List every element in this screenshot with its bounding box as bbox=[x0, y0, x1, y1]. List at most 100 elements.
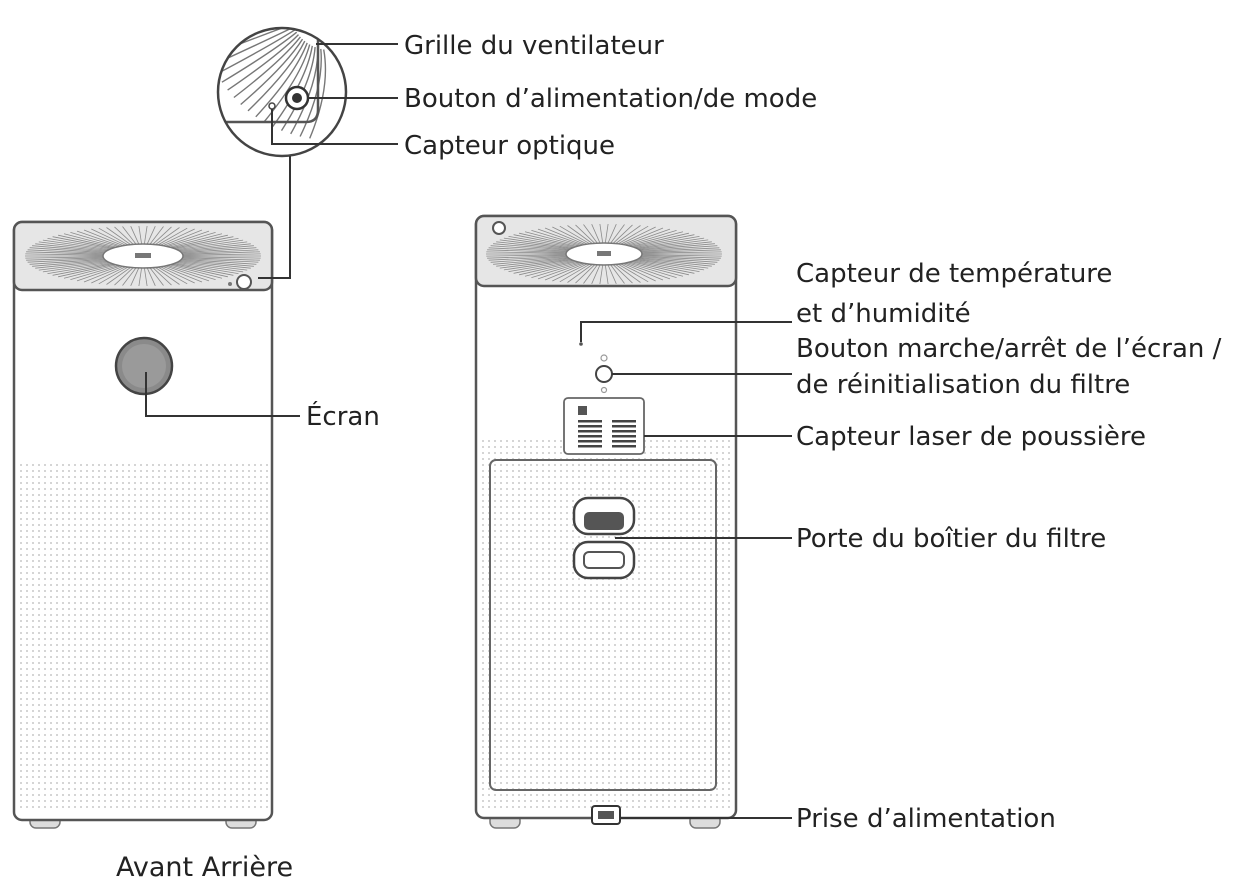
front-logo-mark bbox=[135, 253, 151, 258]
grille-rib bbox=[636, 259, 705, 271]
grille-rib bbox=[165, 230, 210, 247]
grille-rib bbox=[641, 251, 722, 254]
front-power-button-small bbox=[236, 274, 252, 290]
grille-rib bbox=[91, 266, 126, 284]
grille-rib bbox=[70, 232, 119, 247]
grille-rib bbox=[629, 261, 684, 277]
grille-rib bbox=[155, 227, 180, 245]
grille-rib bbox=[622, 263, 664, 281]
grille-rib bbox=[83, 229, 124, 246]
label-temp-humidity-1: Capteur de température bbox=[796, 259, 1112, 289]
grille-rib bbox=[610, 224, 625, 244]
grille-rib bbox=[70, 265, 119, 280]
grille-rib bbox=[27, 249, 104, 254]
grille-rib bbox=[531, 262, 581, 278]
dust-vent-line bbox=[612, 425, 636, 428]
grille-rib bbox=[35, 243, 107, 252]
grille-rib bbox=[47, 262, 111, 274]
grille-rib bbox=[169, 264, 223, 279]
label-screen: Écran bbox=[306, 400, 380, 432]
grille-rib bbox=[181, 247, 257, 254]
grille-rib bbox=[496, 258, 570, 267]
grille-rib bbox=[640, 256, 718, 263]
grille-rib bbox=[58, 263, 115, 278]
grille-rib bbox=[63, 264, 117, 279]
grille-rib bbox=[503, 237, 572, 249]
grille-rib bbox=[537, 228, 583, 246]
grille-rib bbox=[638, 241, 712, 250]
dust-vent-line bbox=[612, 440, 636, 443]
zoom-rib bbox=[240, 38, 304, 106]
grille-rib bbox=[181, 258, 257, 265]
grille-rib bbox=[29, 247, 105, 254]
grille-rib bbox=[52, 236, 113, 249]
grille-rib bbox=[625, 262, 671, 280]
dust-vent-line bbox=[612, 445, 636, 448]
dust-vent-line bbox=[578, 445, 602, 448]
grille-rib bbox=[106, 267, 131, 285]
grille-rib bbox=[167, 265, 216, 280]
grille-rib bbox=[149, 267, 164, 286]
grille-rib bbox=[567, 264, 593, 283]
back-logo-mark bbox=[597, 251, 611, 256]
grille-rib bbox=[486, 254, 567, 257]
indicator-top bbox=[600, 354, 608, 362]
grille-rib bbox=[98, 227, 129, 246]
grille-rib bbox=[138, 225, 142, 245]
grille-rib bbox=[152, 226, 172, 245]
grille-rib bbox=[567, 225, 593, 244]
grille-rib bbox=[622, 227, 664, 245]
leader-lines bbox=[145, 43, 792, 819]
grille-rib bbox=[633, 234, 695, 248]
zoom-rib bbox=[255, 42, 308, 118]
back-view bbox=[474, 214, 738, 829]
grille-rib bbox=[488, 255, 567, 261]
grille-rib bbox=[91, 228, 126, 246]
grille-rib bbox=[146, 226, 156, 245]
zoom-rib bbox=[233, 36, 301, 99]
label-temp-humidity-2: et d’humidité bbox=[796, 299, 971, 329]
grille-rib bbox=[641, 255, 721, 259]
grille-rib bbox=[544, 227, 586, 245]
grille-rib bbox=[519, 261, 577, 276]
grille-rib bbox=[176, 262, 244, 273]
grille-rib bbox=[499, 239, 571, 250]
labels: Grille du ventilateur Bouton d’alimentat… bbox=[116, 31, 1222, 883]
grille-rib bbox=[537, 262, 583, 280]
zoom-inset bbox=[216, 26, 348, 279]
grille-rib bbox=[629, 231, 684, 247]
grille-rib bbox=[32, 245, 106, 253]
grille-rib bbox=[627, 230, 677, 246]
grille-rib bbox=[179, 243, 251, 252]
grille-rib bbox=[182, 258, 259, 263]
grille-rib bbox=[182, 257, 260, 261]
front-optical-sensor-small bbox=[228, 282, 232, 286]
grille-rib bbox=[160, 228, 195, 246]
grille-rib bbox=[144, 225, 148, 245]
grille-rib bbox=[63, 233, 117, 248]
grille-rib bbox=[58, 234, 115, 249]
grille-rib bbox=[182, 256, 261, 259]
grille-rib bbox=[599, 264, 604, 285]
screen-disc-inner bbox=[122, 344, 166, 388]
grille-rib bbox=[162, 266, 203, 283]
grille-rib bbox=[636, 237, 705, 249]
grille-rib bbox=[513, 260, 575, 274]
dust-vent-line bbox=[578, 435, 602, 438]
grille-rib bbox=[160, 266, 195, 284]
label-fan-grille: Grille du ventilateur bbox=[404, 31, 664, 61]
dust-vent-line bbox=[612, 430, 636, 433]
grille-rib bbox=[106, 227, 131, 245]
grille-rib bbox=[38, 261, 108, 271]
grille-rib bbox=[488, 247, 567, 253]
grille-rib bbox=[615, 225, 641, 244]
label-screen-reset-2: de réinitialisation du filtre bbox=[796, 370, 1130, 400]
grille-rib bbox=[76, 265, 121, 282]
grille-rib bbox=[122, 267, 137, 286]
grille-rib bbox=[631, 261, 689, 276]
grille-rib bbox=[76, 230, 121, 247]
grille-rib bbox=[604, 264, 609, 285]
grille-rib bbox=[182, 251, 260, 255]
grille-rib bbox=[583, 224, 598, 244]
